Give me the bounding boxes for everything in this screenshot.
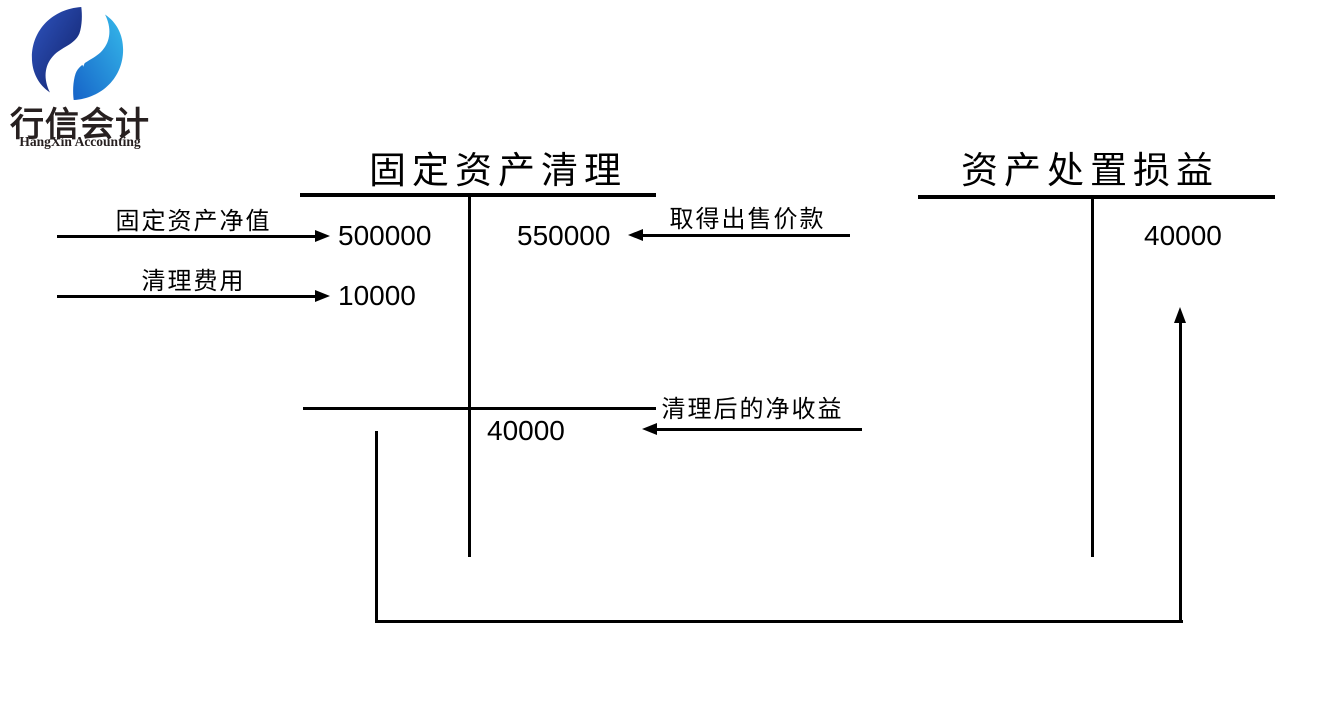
- flow-arrow-fixed-asset-net-value: [57, 235, 316, 238]
- flow-label-sale-proceeds: 取得出售价款: [669, 205, 826, 233]
- flow-arrow-sale-proceeds: [642, 234, 850, 237]
- left-account-credit-amount-sale-price: 550000: [517, 220, 611, 251]
- left-account-closing-line: [303, 407, 656, 410]
- flow-label-cleanup-fee: 清理费用: [141, 267, 246, 295]
- left-account-balance-amount-net-gain: 40000: [487, 415, 565, 446]
- transfer-connector-up-segment: [1179, 322, 1182, 623]
- right-account-credit-amount-net-gain: 40000: [1144, 220, 1222, 251]
- left-account-top-line: [300, 193, 656, 197]
- left-account-debit-amount-cleanup-fee: 10000: [338, 280, 416, 311]
- transfer-connector-down-segment: [375, 431, 378, 623]
- right-account-stem-line: [1091, 197, 1094, 557]
- arrowhead-right-icon: [315, 230, 330, 242]
- flow-label-net-gain-after-cleanup: 清理后的净收益: [661, 395, 844, 423]
- left-account-stem-line: [468, 195, 471, 557]
- arrowhead-left-icon: [642, 423, 657, 435]
- right-account-top-line: [918, 195, 1275, 199]
- flow-label-fixed-asset-net-value: 固定资产净值: [115, 207, 272, 235]
- left-account-title: 固定资产清理: [369, 149, 627, 192]
- flow-arrow-cleanup-fee: [57, 295, 316, 298]
- flow-arrow-net-gain-after-cleanup: [656, 428, 862, 431]
- brand-name-cn: 行信会计: [10, 106, 150, 144]
- hangxin-logo-icon: [31, 6, 124, 101]
- transfer-connector-horizontal-segment: [375, 620, 1183, 623]
- right-account-title: 资产处置损益: [961, 149, 1219, 192]
- brand-name-en: HangXin Accounting: [19, 134, 141, 149]
- left-account-debit-amount-net-value: 500000: [338, 220, 432, 251]
- arrowhead-left-icon: [628, 229, 643, 241]
- arrowhead-right-icon: [315, 290, 330, 302]
- arrowhead-up-icon: [1174, 307, 1186, 323]
